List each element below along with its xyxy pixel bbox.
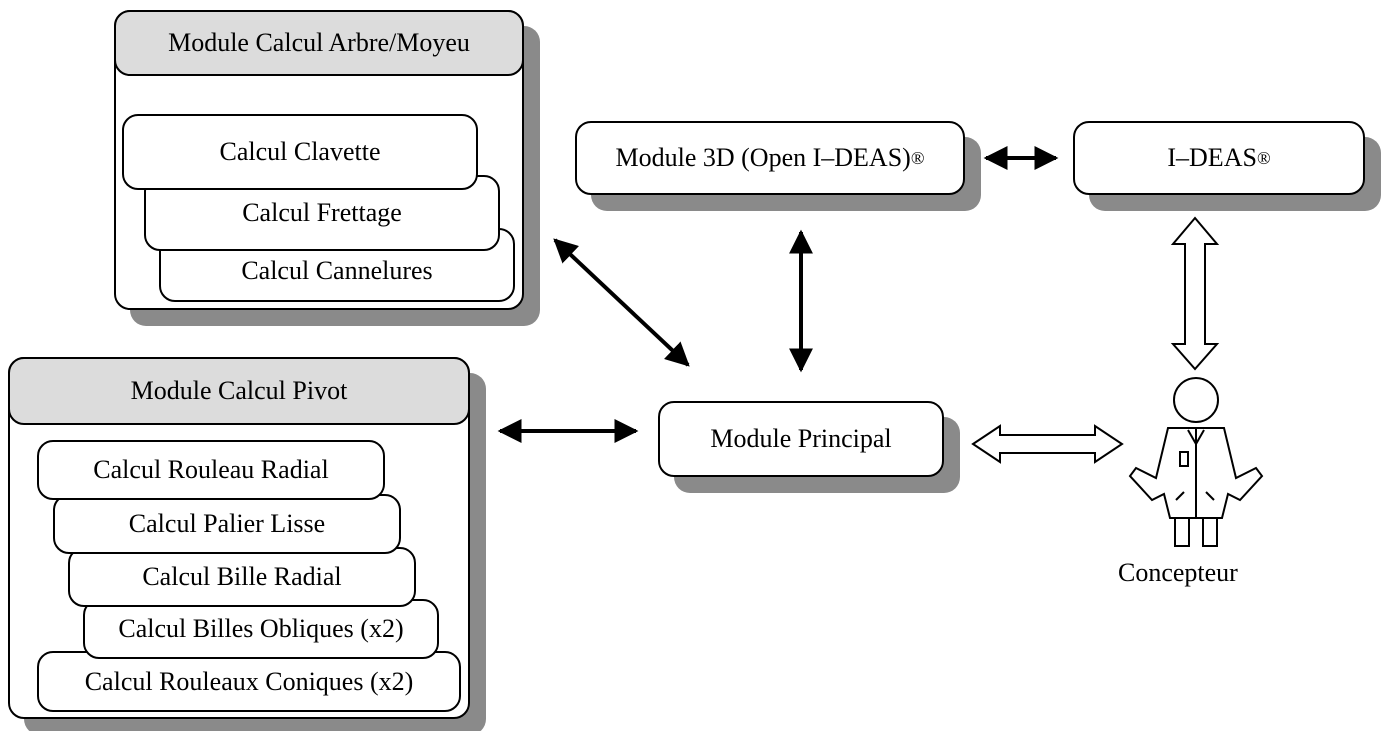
module-principal-label: Module Principal: [710, 424, 892, 453]
arrow-arbre-principal: [553, 238, 690, 367]
module-principal-box: Module Principal: [658, 401, 944, 477]
ideas-box: I–DEAS ®: [1073, 121, 1365, 195]
calc-rouleaux-coniques-label: Calcul Rouleaux Coniques (x2): [84, 666, 414, 696]
calc-clavette-card: Calcul Clavette: [122, 114, 478, 190]
hollow-arrow-principal-user: [971, 424, 1124, 464]
ideas-label: I–DEAS: [1167, 143, 1257, 172]
calc-billes-obliques-label: Calcul Billes Obliques (x2): [118, 614, 404, 643]
calc-rouleau-radial-label: Calcul Rouleau Radial: [93, 455, 329, 484]
calc-cannelures-label: Calcul Cannelures: [241, 256, 433, 285]
calc-palier-lisse-label: Calcul Palier Lisse: [128, 509, 326, 538]
calc-billes-obliques-card: Calcul Billes Obliques (x2): [83, 599, 439, 659]
calc-rouleau-radial-card: Calcul Rouleau Radial: [37, 440, 385, 500]
user-figure-icon: [1128, 377, 1264, 547]
user-label: Concepteur: [1118, 558, 1238, 587]
calc-palier-lisse-card: Calcul Palier Lisse: [53, 494, 401, 554]
calc-rouleaux-coniques-card: Calcul Rouleaux Coniques (x2): [37, 651, 461, 712]
calc-frettage-label: Calcul Frettage: [242, 198, 402, 227]
module-3d-label: Module 3D (Open I–DEAS): [615, 143, 911, 172]
pivot-module-title: Module Calcul Pivot: [8, 357, 470, 425]
hollow-arrow-ideas-user: [1170, 216, 1220, 371]
calc-clavette-label: Calcul Clavette: [219, 137, 381, 166]
module-3d-box: Module 3D (Open I–DEAS)®: [575, 121, 965, 195]
calc-bille-radial-label: Calcul Bille Radial: [142, 562, 342, 591]
registered-mark: ®: [910, 147, 925, 168]
arbre-moyeu-module-title: Module Calcul Arbre/Moyeu: [114, 10, 524, 76]
registered-mark: ®: [1256, 147, 1271, 168]
